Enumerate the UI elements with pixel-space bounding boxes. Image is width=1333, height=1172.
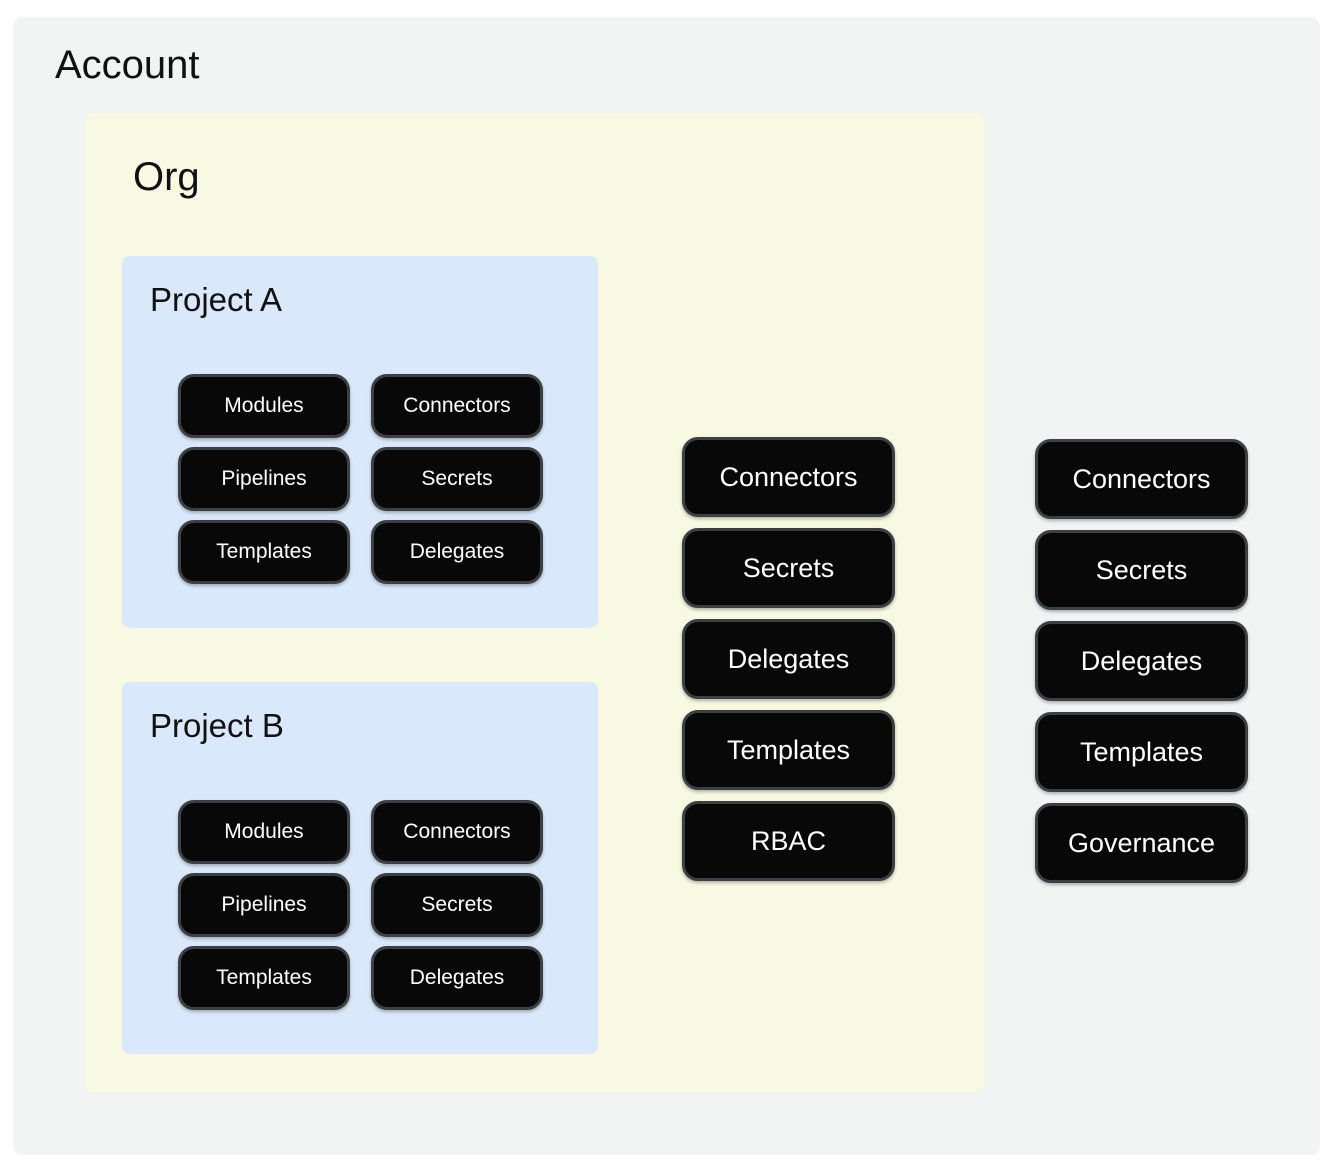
project-a-pill-pipelines: Pipelines (178, 447, 350, 511)
project-b-pill-secrets: Secrets (371, 873, 543, 937)
account-pill-connectors: Connectors (1035, 439, 1248, 519)
project-b-pill-grid: Modules Connectors Pipelines Secrets Tem… (178, 800, 543, 1010)
project-a-pill-templates: Templates (178, 520, 350, 584)
project-b-title: Project B (150, 707, 284, 744)
project-b-pill-modules: Modules (178, 800, 350, 864)
org-pill-connectors: Connectors (682, 437, 895, 517)
project-a-pill-grid: Modules Connectors Pipelines Secrets Tem… (178, 374, 543, 584)
project-b-pill-delegates: Delegates (371, 946, 543, 1010)
project-b-scope: Project B Modules Connectors Pipelines S… (122, 682, 598, 1054)
org-pill-secrets: Secrets (682, 528, 895, 608)
org-pill-templates: Templates (682, 710, 895, 790)
org-pill-rbac: RBAC (682, 801, 895, 881)
project-a-pill-connectors: Connectors (371, 374, 543, 438)
org-title: Org (133, 155, 200, 199)
project-b-pill-templates: Templates (178, 946, 350, 1010)
account-pill-secrets: Secrets (1035, 530, 1248, 610)
project-a-pill-delegates: Delegates (371, 520, 543, 584)
account-pill-column: Connectors Secrets Delegates Templates G… (1035, 439, 1248, 883)
account-pill-governance: Governance (1035, 803, 1248, 883)
project-b-pill-connectors: Connectors (371, 800, 543, 864)
account-pill-templates: Templates (1035, 712, 1248, 792)
project-a-pill-secrets: Secrets (371, 447, 543, 511)
project-a-title: Project A (150, 281, 283, 318)
account-scope: Account Org Project A Modules Connectors… (13, 17, 1320, 1155)
org-scope: Org Project A Modules Connectors Pipelin… (85, 113, 984, 1092)
project-b-pill-pipelines: Pipelines (178, 873, 350, 937)
project-a-scope: Project A Modules Connectors Pipelines S… (122, 256, 598, 628)
account-pill-delegates: Delegates (1035, 621, 1248, 701)
account-title: Account (55, 43, 200, 87)
project-a-pill-modules: Modules (178, 374, 350, 438)
org-pill-delegates: Delegates (682, 619, 895, 699)
org-pill-column: Connectors Secrets Delegates Templates R… (682, 437, 895, 881)
